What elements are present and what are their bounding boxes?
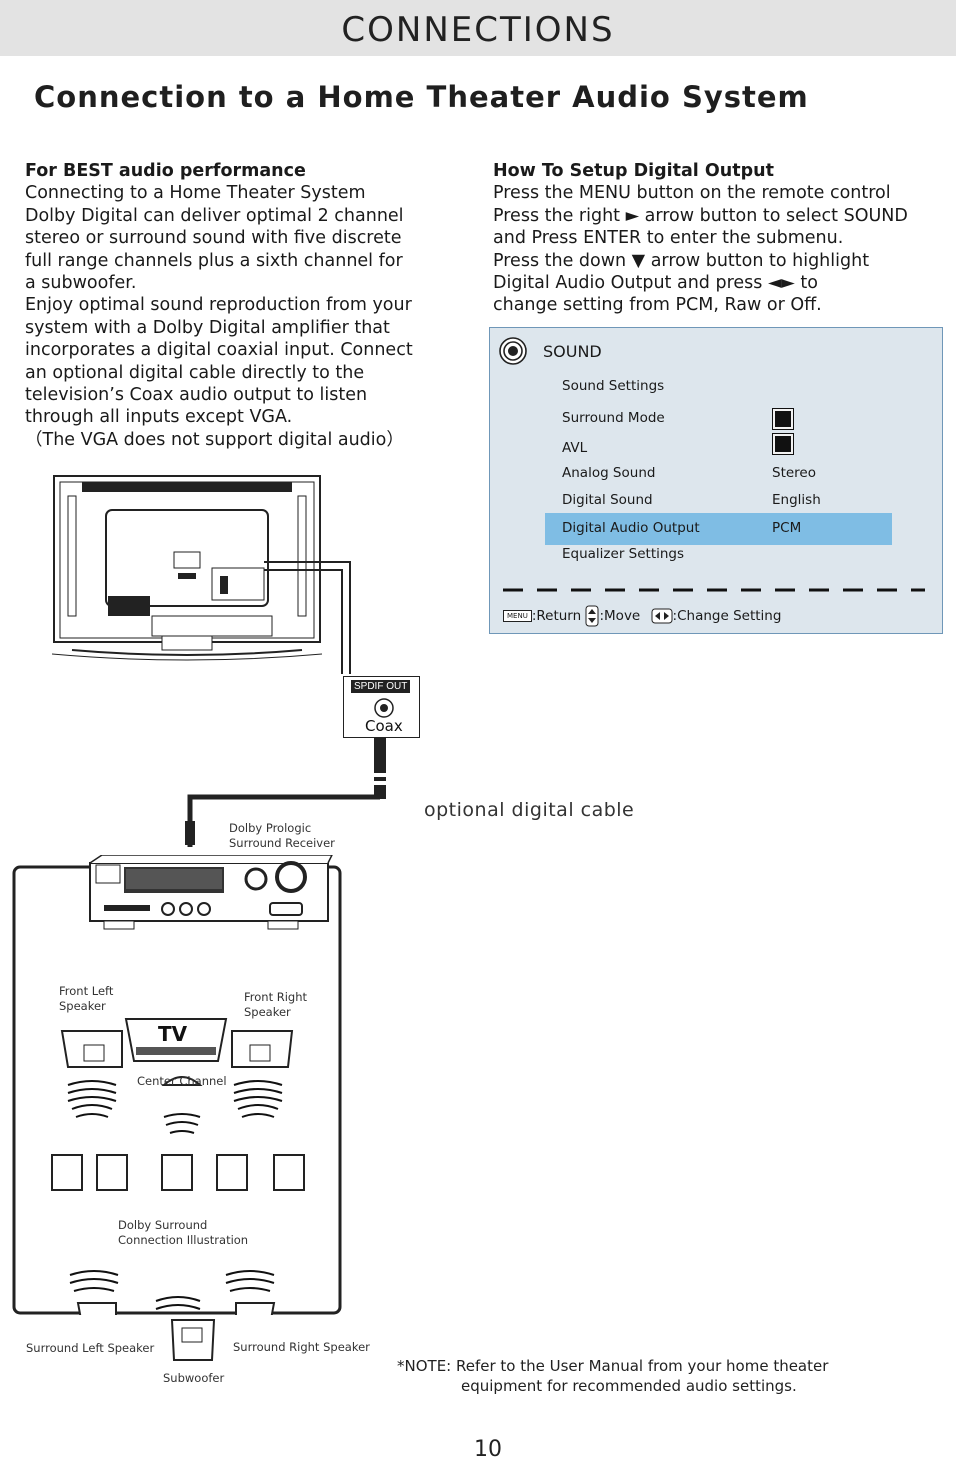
osd-item-sound-settings[interactable]: Sound Settings bbox=[562, 378, 665, 394]
sound-osd-menu bbox=[489, 327, 943, 634]
text-line: change setting from PCM, Raw or Off. bbox=[493, 295, 822, 316]
subwoofer-label: Subwoofer bbox=[163, 1371, 225, 1385]
spdif-out-label: SPDIF OUT bbox=[351, 680, 411, 693]
header-band bbox=[0, 0, 956, 56]
return-hint: :Return bbox=[531, 608, 582, 624]
coax-jack-icon bbox=[374, 698, 394, 718]
osd-divider bbox=[503, 588, 925, 592]
osd-item-digital-sound[interactable]: Digital Sound bbox=[562, 492, 653, 508]
tv-to-spdif-cable bbox=[264, 561, 351, 674]
osd-item-digital-audio-output[interactable]: Digital Audio Output bbox=[562, 520, 700, 536]
digital-audio-output-value: PCM bbox=[772, 520, 802, 536]
optional-digital-cable bbox=[185, 737, 390, 847]
subwoofer-icon bbox=[170, 1319, 216, 1361]
best-audio-text-block: For BEST audio performance Connecting to… bbox=[25, 160, 413, 451]
speaker-icon bbox=[499, 337, 527, 365]
note-line-1: *NOTE: Refer to the User Manual from you… bbox=[397, 1357, 829, 1375]
text-line: an optional digital cable directly to th… bbox=[25, 362, 365, 383]
text-line: Digital Audio Output and press ◄► to bbox=[493, 273, 818, 294]
text-line: Press the down ▼ arrow button to highlig… bbox=[493, 250, 870, 271]
surround-right-speaker-label: Surround Right Speaker bbox=[233, 1340, 370, 1354]
osd-footer: MENU:Return :Move :Change Setting bbox=[503, 605, 781, 627]
digital-output-heading: How To Setup Digital Output bbox=[493, 161, 774, 181]
text-line: Press the MENU button on the remote cont… bbox=[493, 183, 891, 204]
text-line: Enjoy optimal sound reproduction from yo… bbox=[25, 295, 412, 316]
tv-rear-illustration bbox=[52, 475, 323, 661]
osd-selected-row-highlight bbox=[545, 513, 892, 545]
text-line: through all inputs except VGA. bbox=[25, 407, 293, 428]
text-line: incorporates a digital coaxial input. Co… bbox=[25, 340, 413, 361]
note-text: *NOTE: Refer to the User Manual from you… bbox=[397, 1357, 828, 1396]
change-setting-hint: :Change Setting bbox=[672, 608, 782, 624]
note-line-2: equipment for recommended audio settings… bbox=[461, 1376, 797, 1395]
tv-label: TV bbox=[158, 1022, 188, 1046]
text-line: Press the right ► arrow button to select… bbox=[493, 205, 908, 226]
text-line: a subwoofer. bbox=[25, 273, 137, 294]
osd-item-equalizer-settings[interactable]: Equalizer Settings bbox=[562, 546, 685, 562]
avl-checkbox[interactable] bbox=[772, 433, 794, 455]
surround-mode-checkbox[interactable] bbox=[772, 408, 794, 430]
text-line: television’s Coax audio output to listen bbox=[25, 385, 368, 406]
text-line: Connecting to a Home Theater System bbox=[25, 183, 366, 204]
osd-title: SOUND bbox=[543, 342, 602, 361]
menu-key-icon: MENU bbox=[503, 610, 532, 622]
page-number: 10 bbox=[474, 1437, 502, 1462]
text-line: stereo or surround sound with five discr… bbox=[25, 228, 402, 249]
optional-digital-cable-label: optional digital cable bbox=[424, 799, 635, 821]
surround-left-speaker-label: Surround Left Speaker bbox=[26, 1341, 155, 1355]
digital-sound-value: English bbox=[772, 492, 821, 508]
osd-item-avl[interactable]: AVL bbox=[562, 440, 588, 456]
up-down-arrows-icon bbox=[585, 605, 599, 627]
best-audio-heading: For BEST audio performance bbox=[25, 161, 306, 181]
coax-label: Coax bbox=[365, 717, 403, 735]
move-hint: :Move bbox=[599, 608, 641, 624]
page-header-title: CONNECTIONS bbox=[341, 10, 615, 50]
text-line: full range channels plus a sixth channel… bbox=[25, 250, 403, 271]
surround-system-illustration: TV bbox=[12, 855, 342, 1315]
analog-sound-value: Stereo bbox=[772, 465, 816, 481]
section-title: Connection to a Home Theater Audio Syste… bbox=[34, 80, 809, 114]
text-line: Dolby Digital can deliver optimal 2 chan… bbox=[25, 205, 404, 226]
text-line: and Press ENTER to enter the submenu. bbox=[493, 228, 844, 249]
text-line: （The VGA does not support digital audio） bbox=[25, 429, 404, 450]
text-line: system with a Dolby Digital amplifier th… bbox=[25, 317, 390, 338]
digital-output-setup-text-block: How To Setup Digital Output Press the ME… bbox=[493, 160, 908, 317]
left-right-arrows-icon bbox=[651, 608, 673, 624]
osd-item-analog-sound[interactable]: Analog Sound bbox=[562, 465, 656, 481]
osd-item-surround-mode[interactable]: Surround Mode bbox=[562, 410, 665, 426]
center-channel-label: Center Channel bbox=[137, 1074, 227, 1088]
